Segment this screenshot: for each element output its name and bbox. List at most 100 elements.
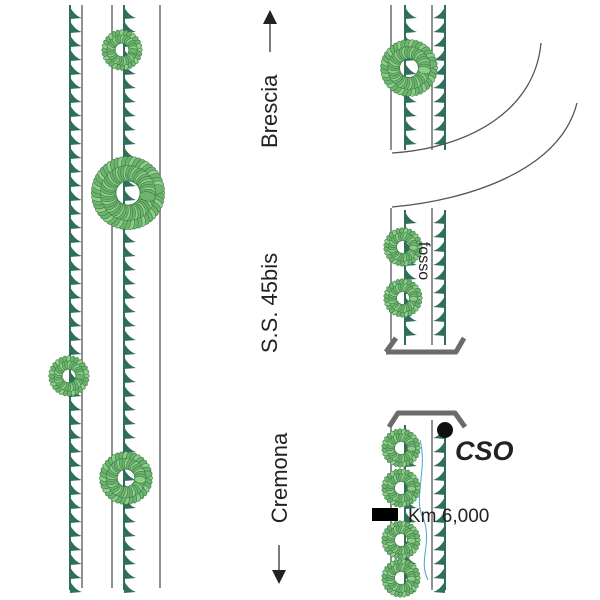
hedge-tooth [124,287,136,299]
hedge-tooth [124,469,136,481]
hedge-tooth [405,7,417,19]
hedge-tooth [124,105,136,117]
hedge-tooth [433,63,445,75]
hedge-tooth [124,399,136,411]
hedge-tooth [433,497,445,509]
hedge-tooth [70,413,82,425]
hedge-row [433,5,446,150]
hedge-tooth [405,21,417,33]
hedge-tooth [70,189,82,201]
hedge-tooth [124,511,136,523]
hedge-tooth [433,539,445,551]
hedge-tooth [70,315,82,327]
hedge-tooth [70,147,82,159]
tree-leaf [128,47,138,54]
hedge-row [433,210,446,345]
hedge-tooth [433,226,445,238]
hedge-tooth [124,175,136,187]
hedge-tooth [70,329,82,341]
trees [48,29,438,598]
hedge-tooth [70,441,82,453]
hedge-tooth [124,329,136,341]
hedge-tooth [405,105,417,117]
hedge-tooth [433,21,445,33]
side-road-curves [391,42,578,208]
hedge-tooth [70,427,82,439]
hedge-tooth [70,91,82,103]
hedge-tooth [124,273,136,285]
hedge-tooth [70,231,82,243]
hedge-tooth [70,21,82,33]
hedge-tooth [405,91,417,103]
hedge-tooth [433,119,445,131]
tree [380,39,438,97]
hedge-tooth [405,268,417,280]
tree [99,451,153,505]
tree [381,428,421,468]
hedge-tooth [433,455,445,467]
hedge-tooth [433,581,445,593]
hedge-tooth [433,511,445,523]
hedge-tooth [433,7,445,19]
north-destination-label: Brescia [257,74,282,148]
hedge-tooth [124,385,136,397]
hedge-tooth [124,497,136,509]
hedge-tooth [124,119,136,131]
hedge-tooth [433,310,445,322]
hedge-tooth [433,35,445,47]
tree [48,355,90,397]
hedge-tooth [124,413,136,425]
km-marker-block [372,508,398,521]
tree-leaf [134,476,147,484]
north-arrow [263,10,277,52]
hedge-tooth [433,268,445,280]
hedge-tooth [70,371,82,383]
tree-leaf [406,485,416,492]
culverts [383,336,468,429]
hedge-tooth [124,301,136,313]
hedge-tooth [124,567,136,579]
hedge-tooth [70,119,82,131]
hedge-tooth [70,245,82,257]
hedge-tooth [405,240,417,252]
hedge-tooth [70,539,82,551]
hedge-tooth [70,301,82,313]
hedge-tooth [405,511,417,523]
hedge-tooth [433,324,445,336]
hedge-tooth [124,539,136,551]
tree-leaf [408,295,418,302]
hedge-tooth [70,175,82,187]
hedge-tooth [124,245,136,257]
hedge-tooth [433,133,445,145]
tree-leaf [417,66,431,75]
hedge-row [69,5,82,593]
hedge-tooth [70,35,82,47]
tree [381,468,421,508]
junction-curve-outer [391,42,542,154]
hedge-tooth [70,455,82,467]
hedge-tooth [124,525,136,537]
water-channel [418,439,429,581]
kilometer-marker-label: Km 6,000 [408,506,490,527]
hedge-tooth [70,469,82,481]
hedge-tooth [70,63,82,75]
hedge-tooth [433,567,445,579]
hedge-tooth [405,119,417,131]
hedge-tooth [124,189,136,201]
hedge-tooth [124,315,136,327]
hedge-tooth [124,441,136,453]
hedge-tooth [124,259,136,271]
hedge-tooth [433,77,445,89]
hedge-tooth [70,553,82,565]
hedge-tooth [124,357,136,369]
hedge-tooth [124,147,136,159]
tree [90,156,166,230]
tree [381,520,421,560]
tree [383,227,423,267]
hedge-tooth [405,212,417,224]
hedge-tooth [70,399,82,411]
hedge-tooth [70,497,82,509]
hedge-tooth [433,254,445,266]
hedge-tooth [124,343,136,355]
